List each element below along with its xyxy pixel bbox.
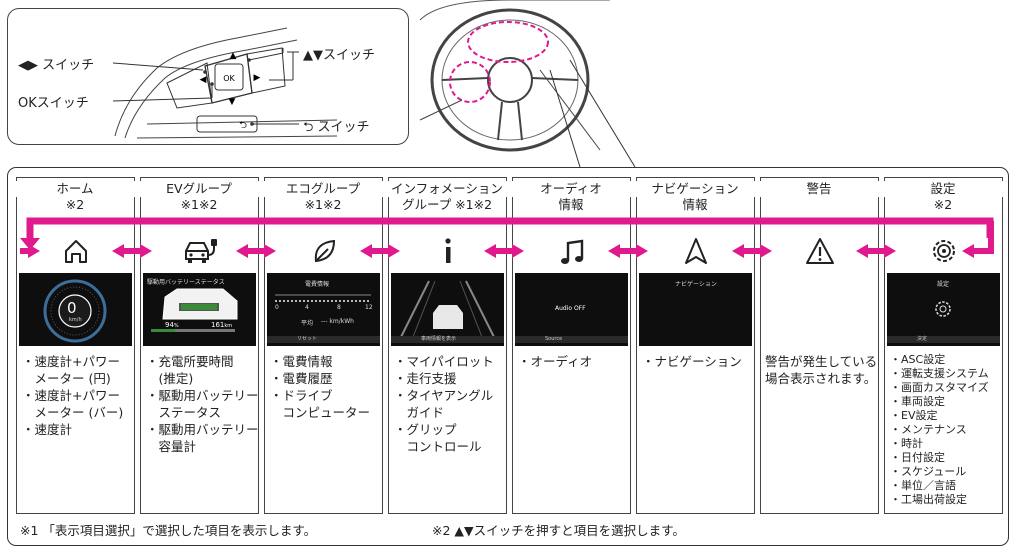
back-switch-label: ⮌ スイッチ [303, 120, 370, 135]
screen-home: 0 km/h [19, 273, 132, 346]
desc-warning: 警告が発生している場合表示されます。 [765, 354, 878, 386]
desc-eco-group: ・電費情報・電費履歴・ドライブ コンピューター [270, 354, 371, 420]
title-eco-group: エコグループ※1※2 [261, 181, 385, 213]
eco-tick-3: 12 [365, 304, 373, 311]
screen-audio: Audio OFF Source [515, 273, 628, 346]
screen-ev-group: 駆動用バッテリーステータス 94% 161km [143, 273, 256, 346]
svg-text:▼: ▼ [229, 97, 236, 107]
svg-text:▶: ▶ [254, 73, 261, 83]
settings-ok-badge: 決定 [887, 336, 1000, 343]
lr-switch-label: ◀▶ スイッチ [18, 58, 95, 73]
footnote-2: ※2 ▲▼スイッチを押すと項目を選択します。 [432, 523, 685, 538]
eco-screen-heading: 電費情報 [305, 281, 330, 288]
range-value: 161 [211, 321, 225, 329]
eco-tick-1: 4 [305, 304, 309, 311]
info-ok-badge: 車両情報を表示 [391, 336, 504, 343]
screen-navigation: ナビゲーション [639, 273, 752, 346]
column-home [16, 177, 135, 514]
svg-text:◀: ◀ [200, 75, 207, 85]
audio-status: Audio OFF [555, 305, 586, 312]
title-ev-group: EVグループ※1※2 [137, 181, 261, 213]
ok-switch-label: OKスイッチ [18, 96, 89, 111]
settings-gear-icon [933, 240, 955, 262]
desc-info-group: ・マイパイロット・走行支援・タイヤアングル ガイド・グリップ コントロール [394, 354, 494, 454]
column-warning [760, 177, 879, 514]
title-info-group: インフォメーショングループ ※1※2 [385, 181, 509, 213]
title-home: ホーム※2 [13, 181, 137, 213]
eco-avg-value: --- km/kWh [321, 318, 354, 325]
speed-value: 0 [67, 299, 77, 317]
column-info-group [388, 177, 507, 514]
music-note-icon [561, 239, 584, 264]
footnote-1: ※1 「表示項目選択」で選択した項目を表示します。 [20, 523, 317, 538]
eco-ok-badge: リセット [267, 336, 380, 343]
warning-icon [806, 238, 834, 264]
desc-settings: ・ASC設定・運転支援システム・画面カスタマイズ・車両設定・EV設定・メンテナン… [890, 353, 989, 506]
column-ev-group [140, 177, 259, 514]
desc-navigation: ・ナビゲーション [642, 354, 742, 369]
home-icon [65, 240, 87, 263]
screen-eco-group: 電費情報 0 4 8 12 平均 --- km/kWh リセット [267, 273, 380, 346]
battery-percent-unit: % [173, 323, 179, 329]
range-unit: km [224, 323, 233, 329]
ev-charging-car-icon [185, 239, 217, 263]
column-audio [512, 177, 631, 514]
svg-text:▲: ▲ [230, 51, 237, 61]
title-warning: 警告 [757, 181, 881, 197]
ud-switch-label: ▲▼スイッチ [303, 48, 375, 63]
speed-unit: km/h [69, 317, 82, 323]
leaf-icon [314, 239, 336, 263]
desc-home: ・速度計+パワー メーター (円)・速度計+パワー メーター (バー)・速度計 [22, 354, 124, 437]
ev-screen-heading: 駆動用バッテリーステータス [147, 279, 225, 286]
svg-text:⮌: ⮌ [239, 120, 247, 131]
column-eco-group [264, 177, 383, 514]
audio-ok-badge: Source [515, 336, 628, 343]
desc-ev-group: ・充電所要時間 (推定)・駆動用バッテリー ステータス・駆動用バッテリー 容量計 [146, 354, 259, 454]
title-navigation: ナビゲーション情報 [633, 181, 757, 213]
title-audio: オーディオ情報 [509, 181, 633, 213]
screen-settings: 設定 決定 [887, 273, 1000, 346]
eco-avg-label: 平均 [301, 320, 314, 327]
steering-wheel-illustration [419, 0, 610, 152]
callout-connector [549, 60, 636, 168]
desc-audio: ・オーディオ [518, 354, 593, 369]
switch-detail-panel [7, 8, 409, 145]
ok-button-label: OK [223, 74, 235, 83]
display-menu-frame [7, 167, 1009, 546]
eco-tick-2: 8 [337, 304, 341, 311]
eco-tick-0: 0 [275, 304, 279, 311]
battery-percent: 94 [165, 321, 174, 329]
title-settings: 設定※2 [881, 181, 1005, 213]
navigation-arrow-icon [685, 238, 707, 264]
settings-screen-heading: 設定 [937, 281, 950, 288]
steering-switch-illustration: OK ▲ ▼ ◀ ▶ ⮌ [112, 27, 338, 139]
column-navigation [636, 177, 755, 514]
column-settings [884, 177, 1003, 514]
info-icon [445, 238, 451, 263]
screen-info-group: 車両情報を表示 [391, 273, 504, 346]
nav-screen-heading: ナビゲーション [675, 281, 717, 288]
